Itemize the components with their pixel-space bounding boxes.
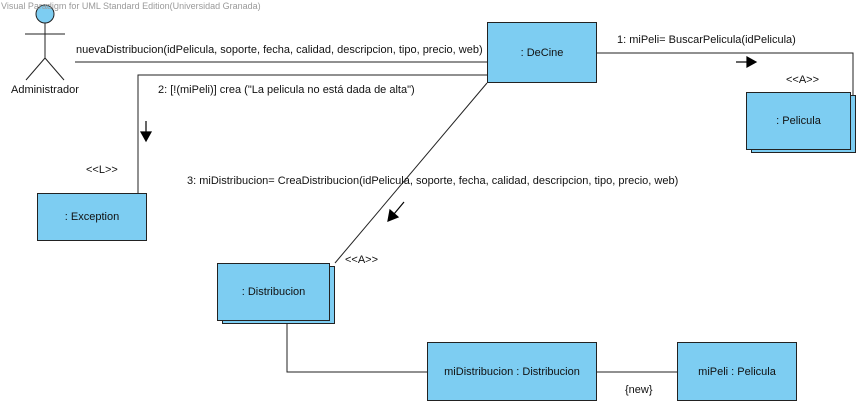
- object-distribucion[interactable]: : Distribucion: [217, 263, 330, 321]
- message-nueva-distribucion: nuevaDistribucion(idPelicula, soporte, f…: [76, 44, 483, 56]
- message-1-arrow: [736, 55, 758, 69]
- object-mipeli[interactable]: miPeli : Pelicula: [677, 342, 797, 401]
- link-decine-pelicula: [597, 52, 854, 95]
- actor-figure: [25, 4, 65, 81]
- stereotype-distribucion: <<A>>: [345, 254, 379, 266]
- link-decine-distribucion: [334, 82, 488, 264]
- actor-label: Administrador: [11, 84, 79, 96]
- stereotype-pelicula: <<A>>: [786, 74, 820, 86]
- message-2-arrow: [139, 121, 153, 143]
- watermark: Visual Paradigm for UML Standard Edition…: [1, 1, 261, 11]
- link-constraint-new: {new}: [625, 384, 653, 396]
- message-3: 3: miDistribucion= CreaDistribucion(idPe…: [187, 175, 679, 187]
- message-1: 1: miPeli= BuscarPelicula(idPelicula): [617, 34, 796, 46]
- object-pelicula[interactable]: : Pelicula: [746, 92, 851, 150]
- object-exception[interactable]: : Exception: [37, 193, 147, 241]
- message-2: 2: [!(miPeli)] crea ("La pelicula no est…: [158, 84, 415, 96]
- object-midistribucion[interactable]: miDistribucion : Distribucion: [427, 342, 597, 401]
- stereotype-exception: <<L>>: [86, 164, 118, 176]
- link-distribucion-midistribucion: [286, 320, 427, 373]
- message-3-arrow: [387, 201, 405, 222]
- link-decine-exception: [137, 74, 487, 193]
- object-decine[interactable]: : DeCine: [487, 22, 597, 83]
